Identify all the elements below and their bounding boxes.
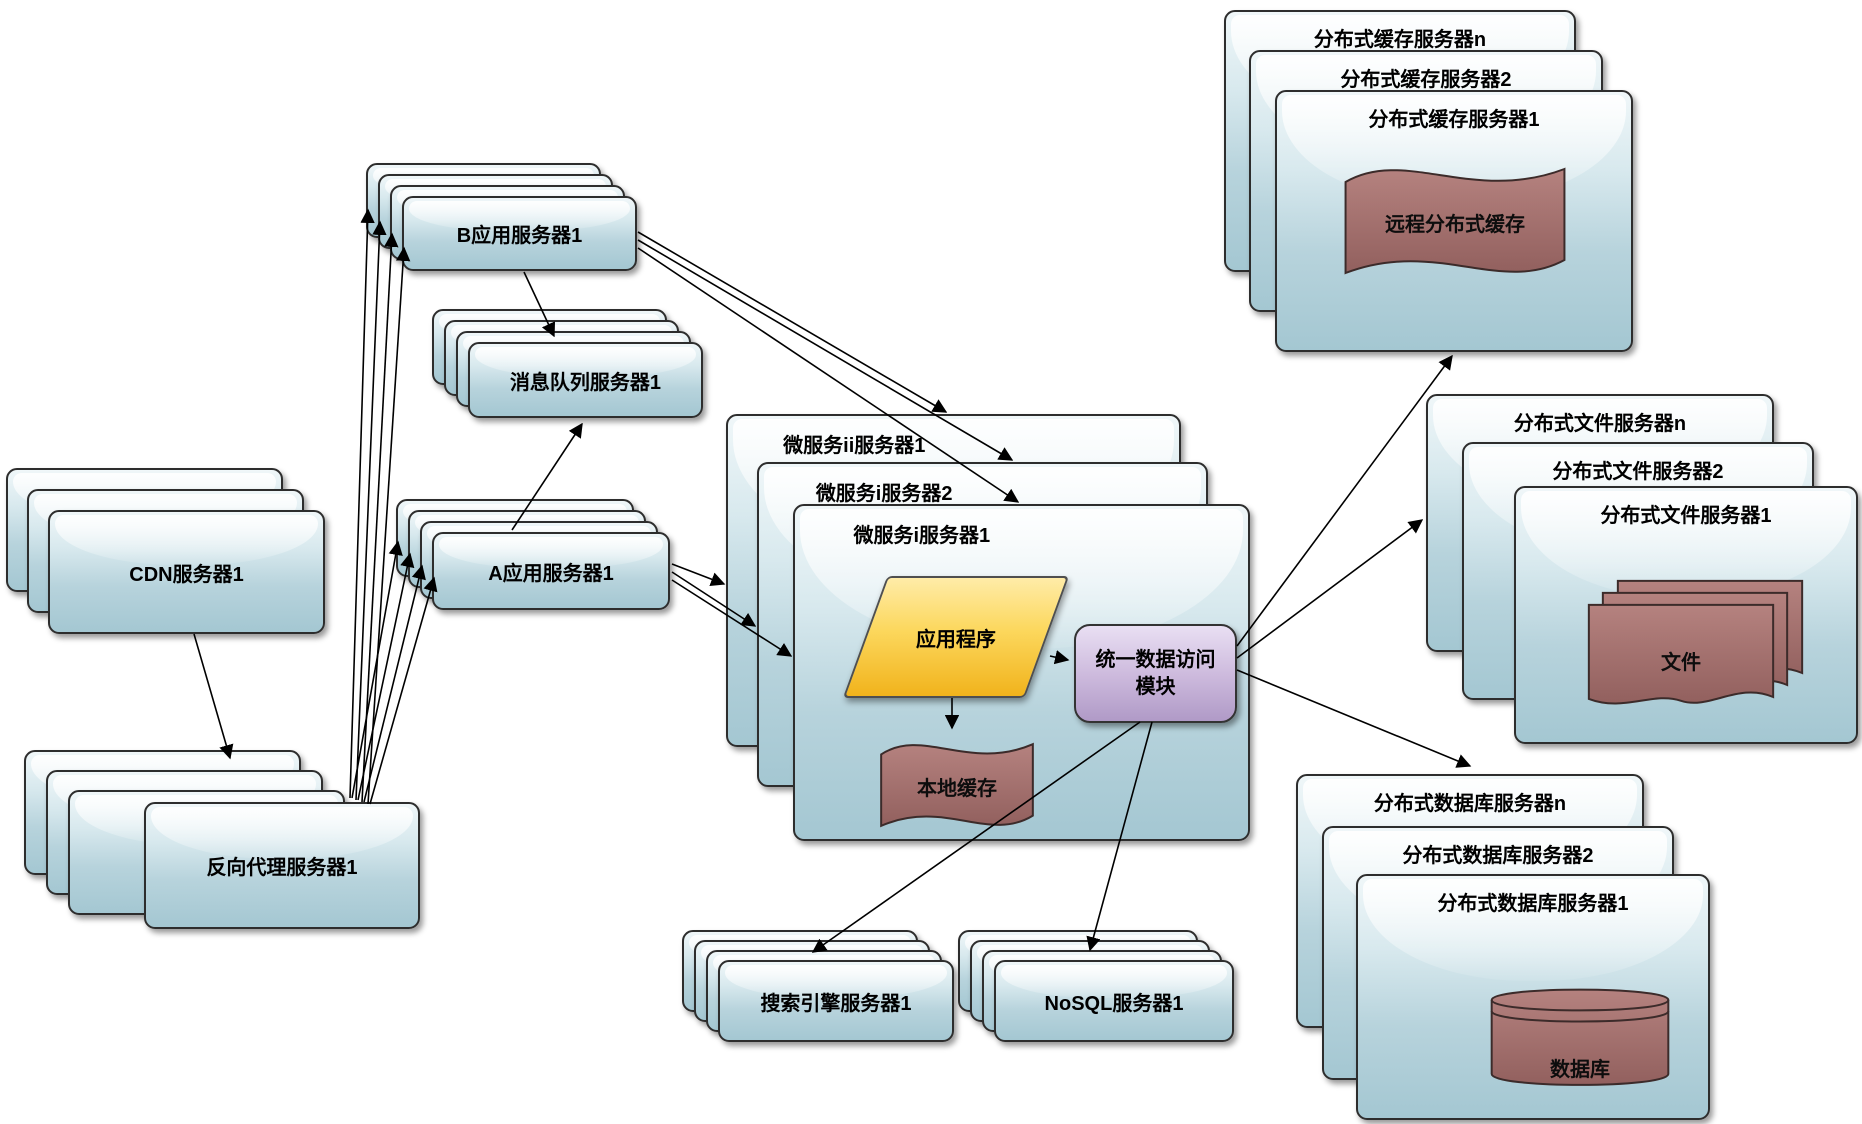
app-a-label: A应用服务器1	[488, 562, 614, 585]
local-cache-shape: 本地缓存	[878, 734, 1036, 836]
app-b-node: B应用服务器1	[402, 196, 637, 271]
database-shape: 数据库	[1484, 976, 1676, 1096]
arrow-proxy-to-app-b-1	[349, 208, 375, 799]
microservice-i-1-label: 微服务i服务器1	[853, 525, 991, 547]
file-server-1-node: 分布式文件服务器1 文件	[1514, 486, 1858, 744]
cache-server-1-node: 分布式缓存服务器1 远程分布式缓存	[1275, 90, 1633, 352]
data-access-module-label-line2: 模块	[1135, 675, 1176, 698]
arrow-proxy-to-app-a-3	[363, 564, 426, 803]
arrow-module-to-file-stack	[1236, 519, 1424, 659]
app-a-node: A应用服务器1	[432, 532, 670, 610]
message-queue-label: 消息队列服务器1	[509, 371, 662, 394]
arrow-app-a-to-micro-ii-1	[671, 563, 726, 587]
remote-cache-label: 远程分布式缓存	[1385, 214, 1525, 236]
cdn-server-node: CDN服务器1	[48, 510, 325, 634]
local-cache-label: 本地缓存	[917, 778, 997, 800]
arrow-module-to-cache-stack	[1236, 354, 1453, 647]
arrow-proxy-to-app-b-2	[355, 220, 387, 801]
data-access-module: 统一数据访问 模块	[1074, 624, 1237, 723]
db-server-2-label: 分布式数据库服务器2	[1402, 845, 1594, 867]
microservice-i-2-label: 微服务i服务器2	[815, 483, 953, 505]
app-b-label: B应用服务器1	[456, 225, 583, 247]
db-server-1-node: 分布式数据库服务器1 数据库	[1356, 874, 1710, 1120]
remote-cache-shape: 远程分布式缓存	[1341, 156, 1569, 286]
database-cylinder-icon	[1484, 976, 1676, 1096]
db-server-1-label: 分布式数据库服务器1	[1437, 893, 1629, 915]
db-server-n-label: 分布式数据库服务器n	[1373, 793, 1567, 815]
application-label: 应用程序	[916, 628, 996, 651]
reverse-proxy-label: 反向代理服务器1	[206, 857, 358, 879]
arrow-proxy-to-app-a-2	[357, 552, 415, 801]
search-engine-label: 搜索引擎服务器1	[760, 992, 912, 1015]
microservice-i-1-node: 微服务i服务器1 应用程序 统一数据访问 模块 本地缓存	[793, 504, 1250, 841]
microservice-ii-1-label: 微服务ii服务器1	[783, 435, 926, 457]
application-parallelogram: 应用程序	[842, 576, 1070, 698]
data-access-module-label-line1: 统一数据访问	[1095, 648, 1216, 671]
cache-server-1-label: 分布式缓存服务器1	[1368, 109, 1540, 131]
file-server-n-label: 分布式文件服务器n	[1513, 413, 1687, 435]
cache-server-n-label: 分布式缓存服务器n	[1313, 29, 1487, 51]
document-icon	[1586, 602, 1776, 716]
nosql-label: NoSQL服务器1	[1044, 992, 1184, 1015]
cdn-server-label: CDN服务器1	[129, 563, 244, 586]
file-server-2-label: 分布式文件服务器2	[1552, 461, 1724, 483]
arrow-proxy-to-app-a-4	[369, 576, 438, 805]
arrow-proxy-to-app-a-1	[351, 540, 403, 799]
message-queue-node: 消息队列服务器1	[468, 342, 703, 418]
search-engine-node: 搜索引擎服务器1	[718, 960, 954, 1042]
arrow-proxy-to-app-b-3	[361, 232, 399, 803]
arrow-module-to-db-stack	[1236, 669, 1472, 768]
nosql-node: NoSQL服务器1	[994, 960, 1234, 1042]
files-label: 文件	[1661, 652, 1701, 674]
file-server-1-label: 分布式文件服务器1	[1600, 505, 1772, 527]
arrow-cdn-to-reverse-proxy	[193, 633, 234, 760]
database-label: 数据库	[1550, 1059, 1610, 1081]
files-shape: 文件	[1586, 578, 1805, 716]
tape-icon	[1341, 156, 1569, 286]
reverse-proxy-node: 反向代理服务器1	[144, 802, 420, 929]
cache-server-2-label: 分布式缓存服务器2	[1340, 69, 1512, 91]
